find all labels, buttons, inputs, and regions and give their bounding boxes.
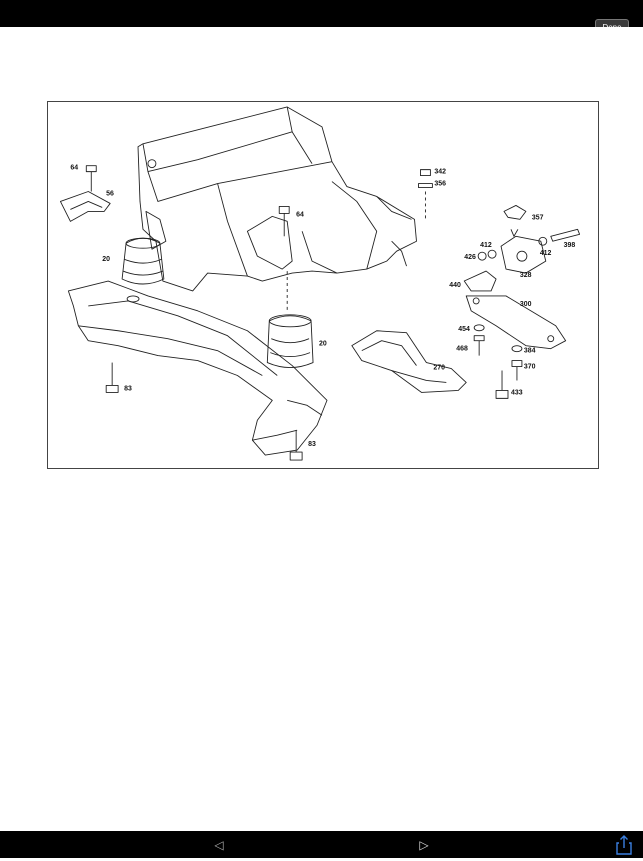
- part-label: 83: [124, 385, 132, 392]
- part-label: 20: [102, 256, 110, 263]
- part-label: 356: [434, 181, 446, 188]
- part-label: 20: [319, 341, 327, 348]
- part-label: 270: [433, 365, 445, 372]
- part-label: 468: [456, 346, 468, 353]
- share-icon: [616, 835, 632, 855]
- part-label: 56: [106, 190, 114, 197]
- part-label: 412: [540, 250, 552, 257]
- bottom-toolbar: ◁ ▷: [0, 831, 643, 858]
- part-label: 342: [434, 169, 446, 176]
- part-label: 300: [520, 301, 532, 308]
- share-button[interactable]: [615, 834, 633, 856]
- part-label: 64: [296, 211, 304, 218]
- part-label: 433: [511, 389, 523, 396]
- part-label: 83: [308, 441, 316, 448]
- part-label: 64: [70, 165, 78, 172]
- part-label: 328: [520, 272, 532, 279]
- part-label: 440: [449, 282, 461, 289]
- part-label: 357: [532, 214, 544, 221]
- part-label: 370: [524, 364, 536, 371]
- triangle-right-icon: ▷: [419, 838, 429, 852]
- part-label: 426: [464, 254, 476, 261]
- part-label: 412: [480, 242, 492, 249]
- part-label: 454: [458, 326, 470, 333]
- previous-page-button[interactable]: ◁: [211, 837, 227, 853]
- part-label: 398: [564, 242, 576, 249]
- triangle-left-icon: ◁: [214, 838, 224, 852]
- part-label: 384: [524, 348, 536, 355]
- top-toolbar: Done: [0, 0, 643, 37]
- document-view: 64 56 20 83 64 20 83 342 356 357 412 398…: [0, 27, 643, 831]
- exploded-parts-drawing: 64 56 20 83 64 20 83 342 356 357 412 398…: [59, 106, 581, 461]
- next-page-button[interactable]: ▷: [416, 837, 432, 853]
- engine-mount-diagram: 64 56 20 83 64 20 83 342 356 357 412 398…: [47, 101, 599, 469]
